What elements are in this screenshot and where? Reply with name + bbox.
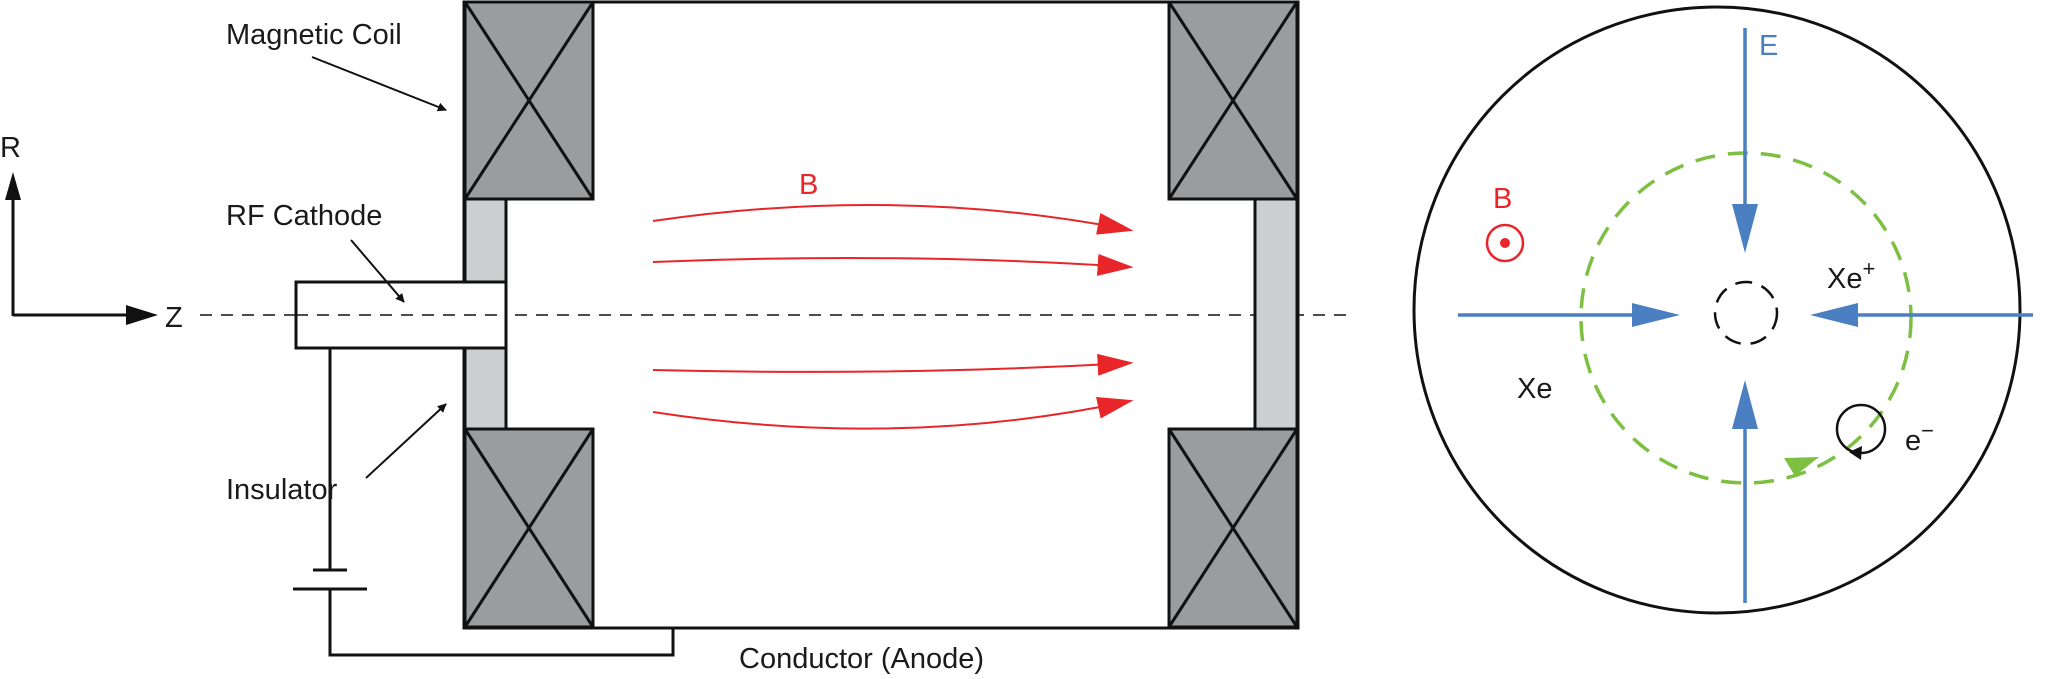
e-field-arrowhead-right: [1810, 303, 1858, 327]
rf-cathode-pointer: [350, 239, 405, 303]
b-field-line-4: [652, 396, 1134, 430]
b-field-circle-icon: [1485, 223, 1525, 263]
b-field-out-of-page: B: [1485, 183, 1525, 263]
insulator-upper: [463, 197, 508, 284]
axis-z-label: Z: [165, 302, 183, 334]
return-wire: [328, 589, 675, 657]
xe-neutral-label: Xe: [1517, 373, 1552, 405]
b-field-dot-icon: [1500, 238, 1510, 248]
b-field-line-3: [652, 353, 1134, 376]
insulator-lower: [463, 346, 508, 431]
magnetic-coil-pointer: [311, 56, 447, 112]
e-field-arrowhead-left: [1632, 303, 1680, 327]
b-field-label: B: [799, 169, 818, 201]
r-axis-arrowhead: [5, 172, 21, 200]
xe-ion-label: Xe+: [1827, 256, 1875, 295]
magnetic-field-lines: B: [652, 169, 1134, 430]
cross-section-circle: [1412, 5, 2022, 615]
e-field-arrowhead-bottom: [1732, 380, 1758, 429]
insulator-pointer: [365, 403, 447, 479]
insulator-exit: [1253, 197, 1299, 431]
central-ion-region: [1713, 280, 1779, 346]
electric-field: E: [1458, 28, 2033, 603]
magnetic-coil-label: Magnetic Coil: [226, 19, 402, 51]
circuit: [293, 348, 675, 657]
b-field-line-1: [652, 204, 1134, 235]
z-axis-arrowhead: [126, 305, 158, 325]
magnetic-coil-bottom-right: [1167, 427, 1299, 629]
rf-cathode-label: RF Cathode: [226, 200, 382, 232]
magnetic-coil-top-right: [1167, 0, 1299, 201]
e-field-label: E: [1759, 30, 1778, 62]
electron-gyration: e−: [1835, 403, 1934, 460]
e-field-arrowhead-top: [1732, 204, 1758, 253]
electron-label: e−: [1905, 418, 1934, 457]
axis-indicator: R Z: [0, 132, 183, 334]
conductor-label: Conductor (Anode): [739, 643, 984, 675]
magnetic-coil-bottom-left: [463, 427, 595, 629]
insulator-label: Insulator: [226, 474, 338, 506]
b-field-line-2: [652, 253, 1134, 276]
magnetic-coil-top-left: [463, 0, 595, 201]
axis-r-label: R: [0, 132, 21, 164]
drift-direction-arrowhead: [1784, 457, 1819, 476]
electron-orbit-arrowhead: [1849, 446, 1862, 460]
cross-b-label: B: [1493, 183, 1512, 215]
